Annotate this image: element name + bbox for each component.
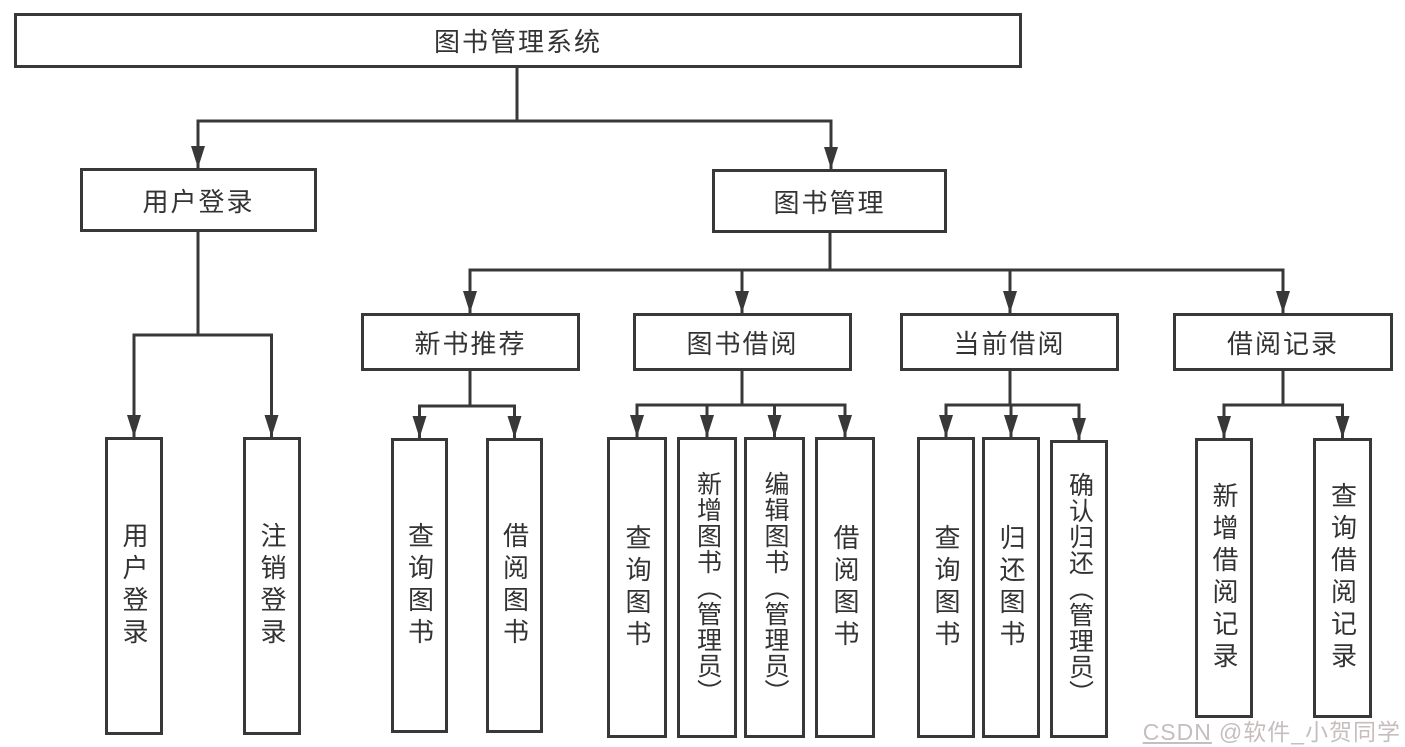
leaf-nb-borrow-books: 借阅图书 bbox=[486, 438, 543, 733]
csdn-watermark: CSDN@软件_小贺同学 bbox=[1143, 713, 1401, 747]
node-current-borrowing: 当前借阅 bbox=[900, 313, 1119, 371]
csdn-brand-text: CSDN bbox=[1142, 719, 1212, 745]
edges-new-book-recommendation bbox=[412, 371, 522, 438]
node-user-login-group: 用户登录 bbox=[80, 168, 317, 232]
leaf-bb-query-books: 查询图书 bbox=[607, 437, 667, 738]
edges-current-borrowing bbox=[939, 371, 1086, 440]
leaf-cb-query-books: 查询图书 bbox=[917, 437, 975, 738]
node-book-borrowing: 图书借阅 bbox=[633, 313, 852, 371]
leaf-bb-borrow-books: 借阅图书 bbox=[815, 437, 875, 738]
edges-book-borrowing bbox=[630, 371, 852, 437]
edges-root bbox=[191, 68, 838, 169]
leaf-br-query-borrow-record: 查询借阅记录 bbox=[1313, 438, 1372, 718]
leaf-cb-return-books: 归还图书 bbox=[982, 437, 1040, 738]
leaf-br-add-borrow-record: 新增借阅记录 bbox=[1195, 438, 1253, 718]
leaf-logout-login: 注销登录 bbox=[243, 437, 301, 735]
leaf-bb-add-books-admin: 新增图书（管理员） bbox=[677, 437, 737, 738]
leaf-bb-edit-books-admin: 编辑图书（管理员） bbox=[744, 437, 805, 738]
node-book-management: 图书管理 bbox=[712, 169, 947, 233]
leaf-user-login: 用户登录 bbox=[105, 437, 163, 735]
node-new-book-recommendation: 新书推荐 bbox=[361, 313, 580, 371]
leaf-cb-confirm-return-admin: 确认归还（管理员） bbox=[1050, 440, 1108, 738]
leaf-nb-query-books: 查询图书 bbox=[391, 438, 448, 733]
edges-user-login bbox=[127, 232, 279, 437]
edges-borrowing-records bbox=[1217, 371, 1350, 438]
node-library-management-system: 图书管理系统 bbox=[14, 13, 1022, 68]
csdn-handle-text: @软件_小贺同学 bbox=[1218, 719, 1401, 745]
node-borrowing-records: 借阅记录 bbox=[1173, 313, 1393, 371]
edges-book-management bbox=[463, 233, 1290, 313]
